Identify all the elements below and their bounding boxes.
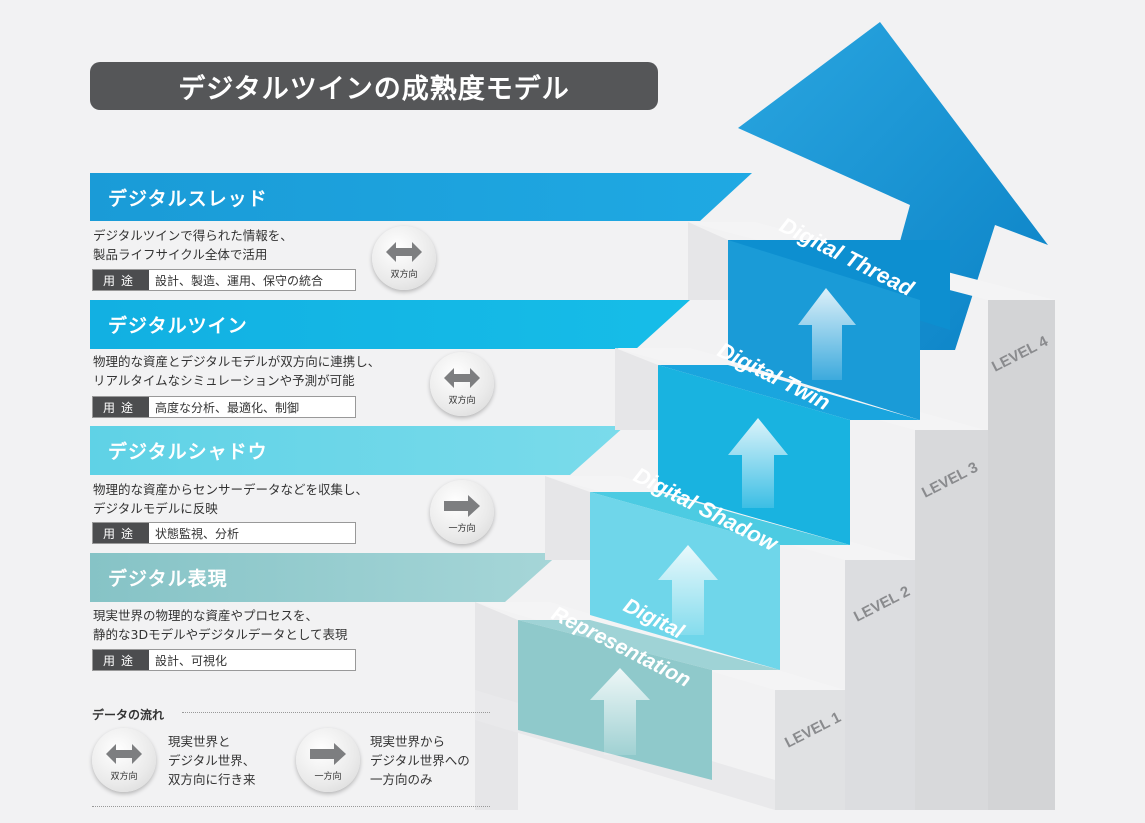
flow-label: 一方向 <box>448 524 476 534</box>
description-line: リアルタイムなシミュレーションや予測が可能 <box>93 373 355 388</box>
carpet-shadow-top <box>590 492 850 545</box>
flow-icon-shadow: 一方向 <box>430 480 494 544</box>
description-representation: 現実世界の物理的な資産やプロセスを、 静的な3Dモデルやデジタルデータとして表現 <box>93 606 433 644</box>
bidirectional-arrow-icon <box>106 744 142 764</box>
one-way-arrow-icon <box>444 495 480 517</box>
band-label-shadow: デジタルシャドウ <box>108 441 268 463</box>
step-level4-right <box>988 300 1055 810</box>
use-text: 状態監視、分析 <box>155 526 240 541</box>
legend-icon-oneway: 一方向 <box>296 728 360 792</box>
use-box-representation: 用途 設計、可視化 <box>92 649 356 671</box>
page-title: デジタルツインの成熟度モデル <box>90 62 658 110</box>
description-line: 物理的な資産からセンサーデータなどを収集し、 <box>93 482 369 497</box>
riser-level3 <box>615 348 658 430</box>
legend-divider-top <box>182 712 490 713</box>
band-twin <box>90 300 690 349</box>
legend-line: デジタル世界への <box>370 753 470 768</box>
carpet-twin-top <box>658 365 920 420</box>
legend-line: 現実世界から <box>370 734 446 749</box>
use-box-twin: 用途 高度な分析、最適化、制御 <box>92 396 356 418</box>
legend-icon-bidirectional: 双方向 <box>92 728 156 792</box>
use-tag: 用途 <box>93 397 149 417</box>
flow-icon-thread: 双方向 <box>372 226 436 290</box>
legend-line: 現実世界と <box>168 734 231 749</box>
description-thread: デジタルツインで得られた情報を、 製品ライフサイクル全体で活用 <box>93 226 433 264</box>
one-way-arrow-icon <box>310 743 346 765</box>
flow-label: 一方向 <box>314 772 342 782</box>
bidirectional-arrow-icon <box>444 368 480 388</box>
top-arrow <box>738 22 1048 350</box>
use-tag: 用途 <box>93 523 149 543</box>
description-shadow: 物理的な資産からセンサーデータなどを収集し、 デジタルモデルに反映 <box>93 480 433 518</box>
legend-text-bidirectional: 現実世界と デジタル世界、 双方向に行き来 <box>168 732 256 789</box>
use-box-thread: 用途 設計、製造、運用、保守の統合 <box>92 269 356 291</box>
flow-label: 双方向 <box>390 270 418 280</box>
use-text: 設計、可視化 <box>155 653 228 668</box>
legend-line: 双方向に行き来 <box>168 772 256 787</box>
band-shadow <box>90 426 625 475</box>
use-tag: 用途 <box>93 270 149 290</box>
flow-icon-twin: 双方向 <box>430 352 494 416</box>
flow-label: 双方向 <box>448 396 476 406</box>
description-line: 静的な3Dモデルやデジタルデータとして表現 <box>93 627 348 642</box>
riser-level2 <box>545 476 590 560</box>
description-line: 製品ライフサイクル全体で活用 <box>93 247 268 262</box>
use-text: 高度な分析、最適化、制御 <box>155 400 300 415</box>
description-twin: 物理的な資産とデジタルモデルが双方向に連携し、 リアルタイムなシミュレーションや… <box>93 352 433 390</box>
description-line: 現実世界の物理的な資産やプロセスを、 <box>93 608 319 623</box>
legend-divider-bottom <box>92 806 490 807</box>
description-line: 物理的な資産とデジタルモデルが双方向に連携し、 <box>93 354 381 369</box>
band-label-twin: デジタルツイン <box>108 315 248 337</box>
step-level1-right <box>775 690 845 810</box>
carpet-rep-top <box>518 620 780 670</box>
legend-line: デジタル世界、 <box>168 753 256 768</box>
legend-title: データの流れ <box>92 708 165 722</box>
use-text: 設計、製造、運用、保守の統合 <box>155 273 324 288</box>
band-representation <box>90 553 560 602</box>
step-level3-right <box>915 430 988 810</box>
use-box-shadow: 用途 状態監視、分析 <box>92 522 356 544</box>
description-line: デジタルツインで得られた情報を、 <box>93 228 293 243</box>
bidirectional-arrow-icon <box>386 242 422 262</box>
band-label-representation: デジタル表現 <box>108 568 228 590</box>
band-label-thread: デジタルスレッド <box>108 188 268 210</box>
use-tag: 用途 <box>93 650 149 670</box>
riser-level4 <box>688 222 728 300</box>
legend-line: 一方向のみ <box>370 772 433 787</box>
band-thread <box>90 173 752 221</box>
flow-label: 双方向 <box>110 772 138 782</box>
up-arrow-icon <box>590 288 856 755</box>
step-level2-right <box>845 560 915 810</box>
description-line: デジタルモデルに反映 <box>93 501 218 516</box>
legend-text-oneway: 現実世界から デジタル世界への 一方向のみ <box>370 732 470 789</box>
